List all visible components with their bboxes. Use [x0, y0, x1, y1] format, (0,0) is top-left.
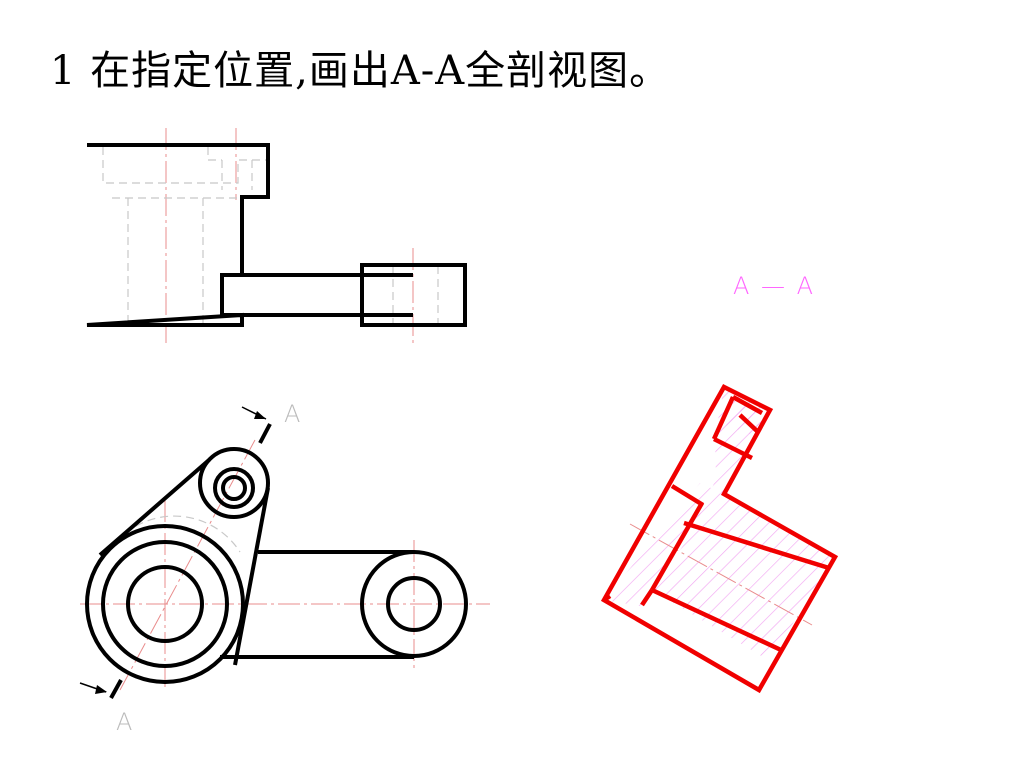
section-label: A — A — [733, 272, 815, 300]
top-view-right-hole — [386, 576, 442, 632]
section-hatch-body — [652, 492, 835, 660]
top-view-boss-hole — [126, 565, 204, 643]
section-view — [600, 384, 839, 694]
top-view-right-boss — [360, 550, 468, 658]
top-view-hidden-arc — [107, 515, 241, 554]
front-view-arm — [220, 273, 413, 317]
section-centerline — [629, 523, 813, 626]
top-view-tangent-left — [98, 458, 211, 557]
front-view-hidden-lines — [102, 147, 439, 325]
top-view-outer-boss — [85, 524, 245, 684]
cut-label-top: A — [284, 400, 300, 428]
front-view — [86, 128, 467, 343]
section-hatch-left-wall — [604, 387, 770, 606]
cut-mark-top — [241, 406, 272, 444]
section-internal-edges — [602, 395, 830, 653]
front-view-right-hub — [360, 263, 467, 327]
page-title: 1 在指定位置,画出A-A全剖视图。 — [50, 48, 671, 94]
front-view-body-outline — [86, 143, 270, 327]
top-view-small-lobe-hole — [221, 475, 247, 501]
top-view-boss-ring — [101, 540, 229, 668]
top-view: A A — [79, 400, 490, 736]
top-view-tangent-right — [233, 487, 270, 666]
cut-mark-bottom — [79, 679, 123, 699]
top-view-cut-plane-line — [119, 439, 256, 691]
cut-label-bottom: A — [116, 708, 132, 736]
top-view-small-lobe-ring — [213, 467, 255, 509]
top-view-small-lobe-outer — [198, 447, 270, 519]
